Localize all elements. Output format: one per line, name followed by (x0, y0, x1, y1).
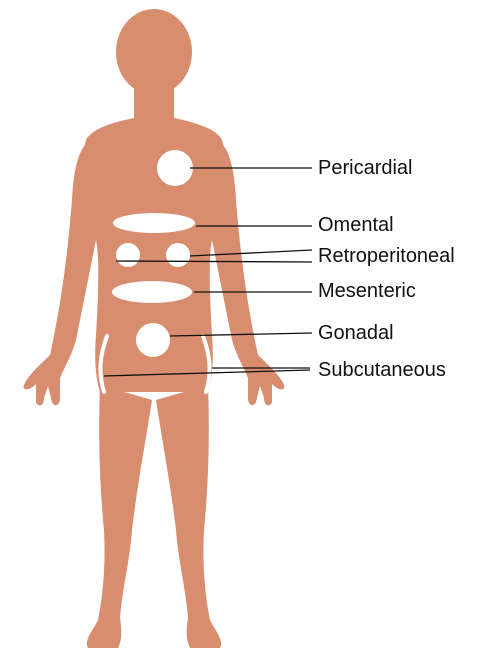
depot-labels: Pericardial Omental Retroperitoneal Mese… (318, 157, 455, 381)
omental-depot (113, 213, 195, 233)
right-leg-shape (156, 385, 221, 648)
head-shape (116, 9, 192, 95)
retroperitoneal-label: Retroperitoneal (318, 245, 455, 267)
gonadal-label: Gonadal (318, 322, 394, 344)
left-leg-shape (87, 385, 152, 648)
pericardial-label: Pericardial (318, 157, 412, 179)
omental-label: Omental (318, 214, 394, 236)
pericardial-depot (157, 150, 193, 186)
mesenteric-depot (112, 281, 192, 303)
subcutaneous-label: Subcutaneous (318, 359, 446, 381)
mesenteric-label: Mesenteric (318, 280, 416, 302)
retroperitoneal-depot-right (166, 243, 190, 267)
gonadal-depot (136, 323, 170, 357)
retroperitoneal-depot-left (116, 243, 140, 267)
